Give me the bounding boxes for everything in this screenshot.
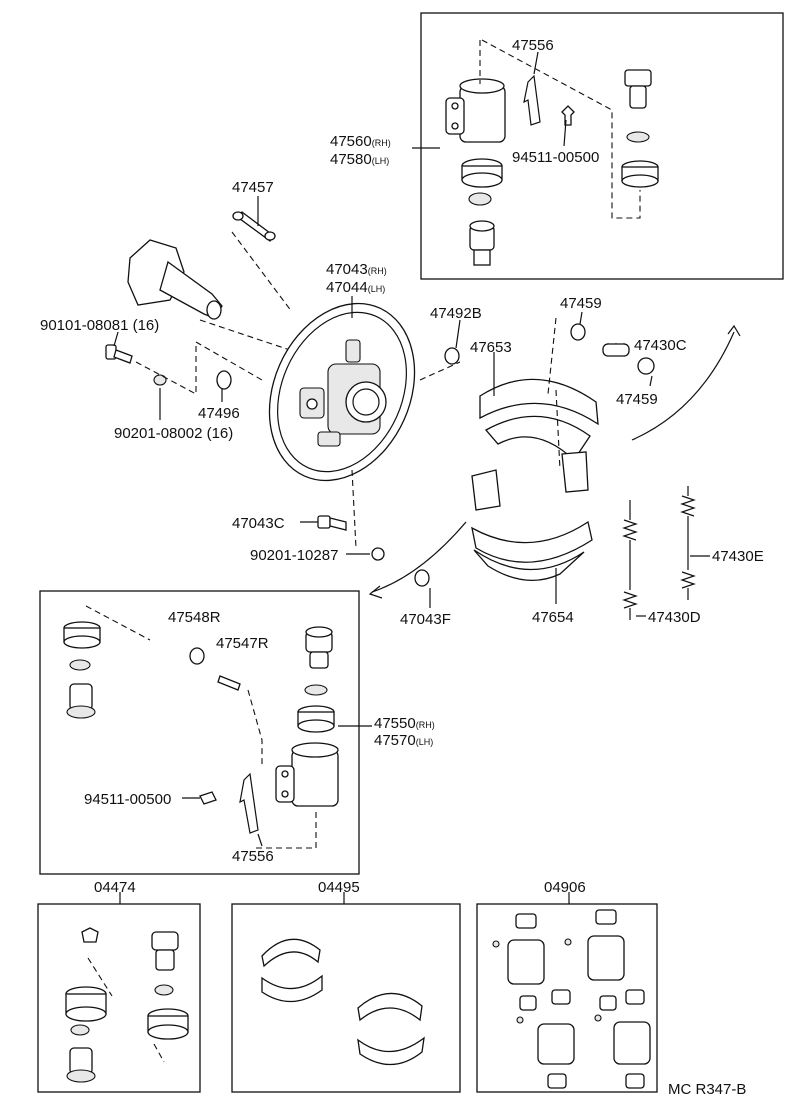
kit-04495-box	[231, 903, 461, 1093]
label-47043: 47043(RH)	[326, 261, 387, 278]
label-47492b: 47492B	[430, 305, 482, 322]
label-47547r: 47547R	[216, 635, 269, 652]
label-47556-top: 47556	[512, 37, 554, 54]
catalog-reference: MC R347-B	[668, 1081, 746, 1098]
brake-shoes	[471, 317, 599, 581]
label-47430c: 47430C	[634, 337, 687, 354]
kit-04474-box	[37, 903, 201, 1093]
label-94511-bottom: 94511-00500	[84, 791, 171, 808]
arrowhead-left	[368, 585, 383, 599]
label-47496: 47496	[198, 405, 240, 422]
wheel-cylinder-bottom	[63, 605, 339, 849]
label-04474: 04474	[94, 879, 136, 896]
kit-04906-parts	[492, 909, 651, 1089]
label-47550: 47550(RH)	[374, 715, 435, 732]
label-90201-a: 90201-08002 (16)	[114, 425, 233, 442]
bolt-90101	[105, 341, 263, 395]
part-labels: 47556 47560(RH) 47580(LH) 94511-00500 47…	[40, 37, 764, 1098]
leader-lines	[113, 51, 710, 904]
label-47457: 47457	[232, 179, 274, 196]
wheel-cylinder-top	[445, 39, 659, 266]
label-04906: 04906	[544, 879, 586, 896]
label-47459-a: 47459	[560, 295, 602, 312]
kit-04906-box	[476, 903, 658, 1093]
label-47653: 47653	[470, 339, 512, 356]
lower-fasteners	[317, 469, 430, 587]
label-47580: 47580(LH)	[330, 151, 389, 168]
backing-plate	[268, 302, 416, 482]
label-47556-bottom: 47556	[232, 848, 274, 865]
wheel-cylinder-rh-box	[420, 12, 784, 280]
axle-spindle	[127, 231, 297, 353]
springs	[622, 486, 696, 620]
label-94511-top: 94511-00500	[512, 149, 599, 166]
label-90201-b: 90201-10287	[250, 547, 338, 564]
label-47043c: 47043C	[232, 515, 285, 532]
wheel-cylinder-lh-box	[39, 590, 360, 875]
label-47560: 47560(RH)	[330, 133, 391, 150]
label-47044: 47044(LH)	[326, 279, 385, 296]
label-47430e: 47430E	[712, 548, 764, 565]
label-47430d: 47430D	[648, 609, 701, 626]
arrowhead-top	[727, 324, 741, 337]
arrow-to-box-top	[631, 331, 735, 441]
label-90101: 90101-08081 (16)	[40, 317, 159, 334]
kit-04474-parts	[65, 927, 189, 1083]
bolt-47457	[232, 211, 276, 242]
label-04495: 04495	[318, 879, 360, 896]
label-47459-b: 47459	[616, 391, 658, 408]
label-47654: 47654	[532, 609, 574, 626]
small-parts-mid	[419, 323, 655, 381]
label-47548r: 47548R	[168, 609, 221, 626]
label-47570: 47570(LH)	[374, 732, 433, 749]
label-47043f: 47043F	[400, 611, 451, 628]
kit-04495-parts	[261, 938, 425, 1066]
arrow-to-box-left	[371, 521, 467, 593]
